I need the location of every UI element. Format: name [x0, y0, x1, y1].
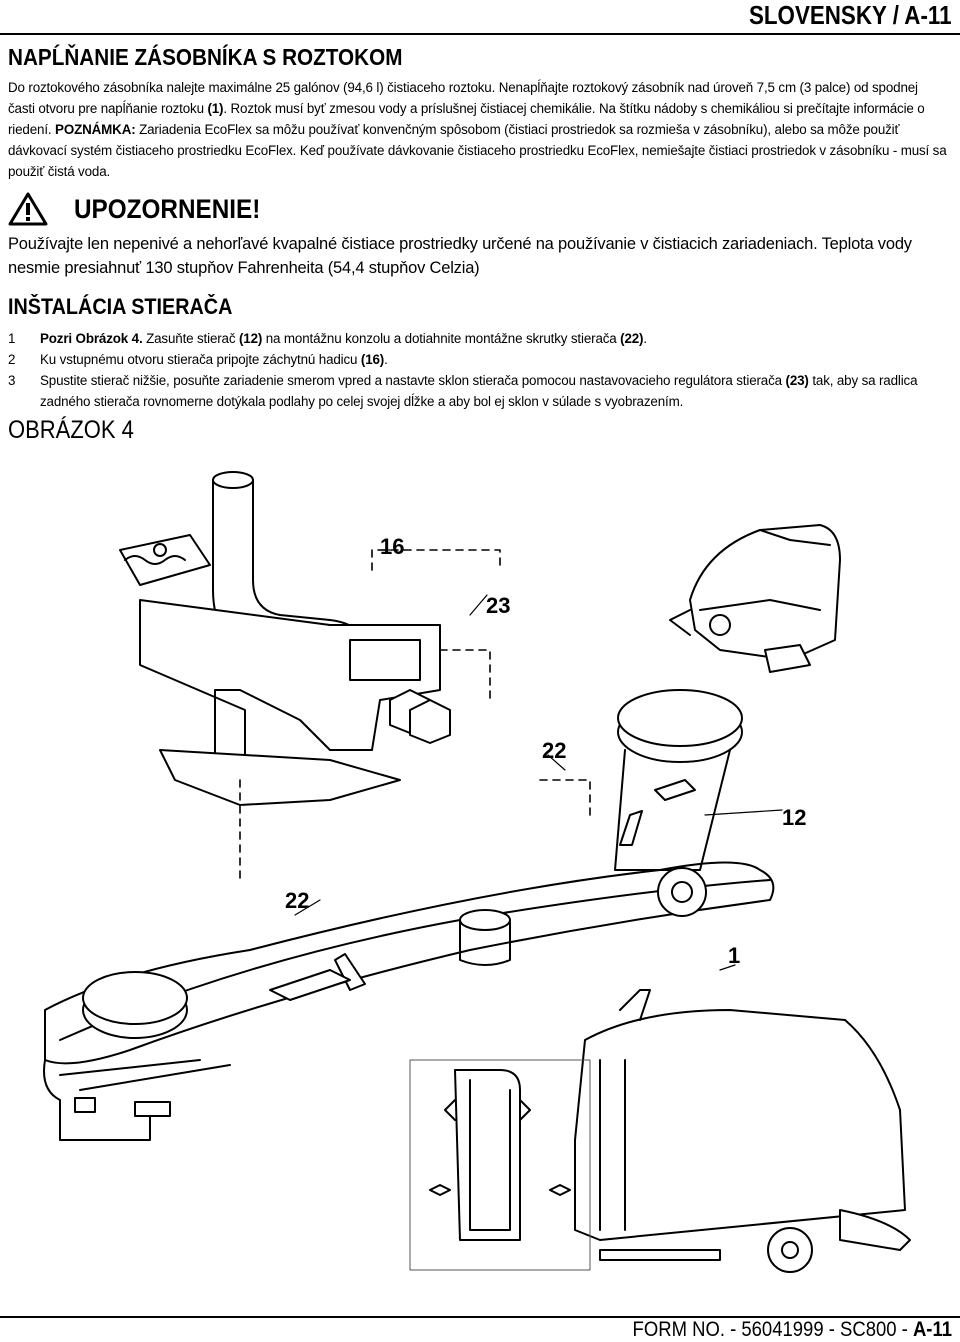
section-title-squeegee: INŠTALÁCIA STIERAČA [8, 294, 233, 319]
step-text: . [643, 331, 647, 346]
step-figure-ref: Pozri Obrázok 4. [40, 331, 143, 346]
step-part-ref: (23) [785, 373, 809, 388]
footer-rule [0, 1316, 960, 1318]
step-number: 3 [8, 373, 16, 388]
callout-1: 1 [728, 943, 741, 968]
figure-squeegee-installation: 16 23 22 12 22 1 [0, 450, 960, 1310]
step-text: Zasuňte stierač [142, 331, 239, 346]
step-text: Spustite stierač nižšie, posuňte zariade… [40, 373, 786, 388]
filling-paragraph: Do roztokového zásobníka nalejte maximál… [8, 77, 948, 182]
step-number: 1 [8, 331, 16, 346]
callout-22-lower: 22 [285, 888, 310, 913]
step-item: 3 Spustite stierač nižšie, posuňte zaria… [8, 370, 948, 412]
callout-leaders [294, 549, 783, 971]
note-label: POZNÁMKA: [55, 122, 136, 137]
step-item: 2 Ku vstupnému otvoru stierača pripojte … [8, 349, 948, 370]
step-part-ref: (12) [238, 331, 263, 346]
filling-text-a: Do roztokového zásobníka nalejte maximál… [8, 80, 918, 116]
leader-lines [239, 549, 591, 881]
warning-triangle-icon [8, 192, 48, 231]
filling-text-b: . Roztok musí byť zmesou vody a príslušn… [8, 101, 925, 137]
page-header-title: SLOVENSKY / A-11 [749, 0, 952, 30]
step-text: tak, aby sa radlica zadného stierača rov… [40, 373, 918, 409]
machine-overview-inset [669, 524, 841, 673]
callout-22-upper: 22 [542, 738, 567, 763]
callout-16: 16 [380, 534, 405, 559]
step-part-ref: (22) [620, 331, 644, 346]
page-footer: FORM NO. - 56041999 - SC800 - A-11 [633, 1318, 952, 1342]
page-content: NAPĹŇANIE ZÁSOBNÍKA S ROZTOKOM Do roztok… [8, 44, 948, 412]
callout-12: 12 [782, 805, 807, 830]
installation-steps: 1 Pozri Obrázok 4. Zasuňte stierač (12) … [8, 328, 948, 412]
step-number: 2 [8, 352, 16, 367]
step-text: na montážnu konzolu a dotiahnite montážn… [262, 331, 621, 346]
step-part-ref: (16) [360, 352, 385, 367]
filling-ref-1: (1) [207, 101, 224, 116]
warning-header: UPOZORNENIE! [8, 192, 948, 228]
step-item: 1 Pozri Obrázok 4. Zasuňte stierač (12) … [8, 328, 948, 349]
header-rule [0, 33, 960, 35]
squeegee-drawing [43, 689, 775, 1141]
figure-title: OBRÁZOK 4 [8, 416, 134, 444]
machine-side-inset [574, 989, 911, 1273]
section-title-filling: NAPĹŇANIE ZÁSOBNÍKA S ROZTOKOM [8, 44, 403, 70]
step-text: Ku vstupnému otvoru stierača pripojte zá… [40, 352, 361, 367]
warning-title: UPOZORNENIE! [74, 194, 261, 224]
mounting-bracket-drawing [119, 534, 451, 806]
step-text: . [384, 352, 388, 367]
note-text: Zariadenia EcoFlex sa môžu používať konv… [8, 122, 947, 179]
footer-page-number: A-11 [912, 1318, 952, 1341]
warning-text: Používajte len nepenivé a nehorľavé kvap… [8, 235, 912, 277]
callout-23: 23 [486, 593, 511, 618]
footer-form-text: FORM NO. - 56041999 - SC800 - [632, 1318, 913, 1341]
blade-section-inset [409, 1059, 591, 1271]
